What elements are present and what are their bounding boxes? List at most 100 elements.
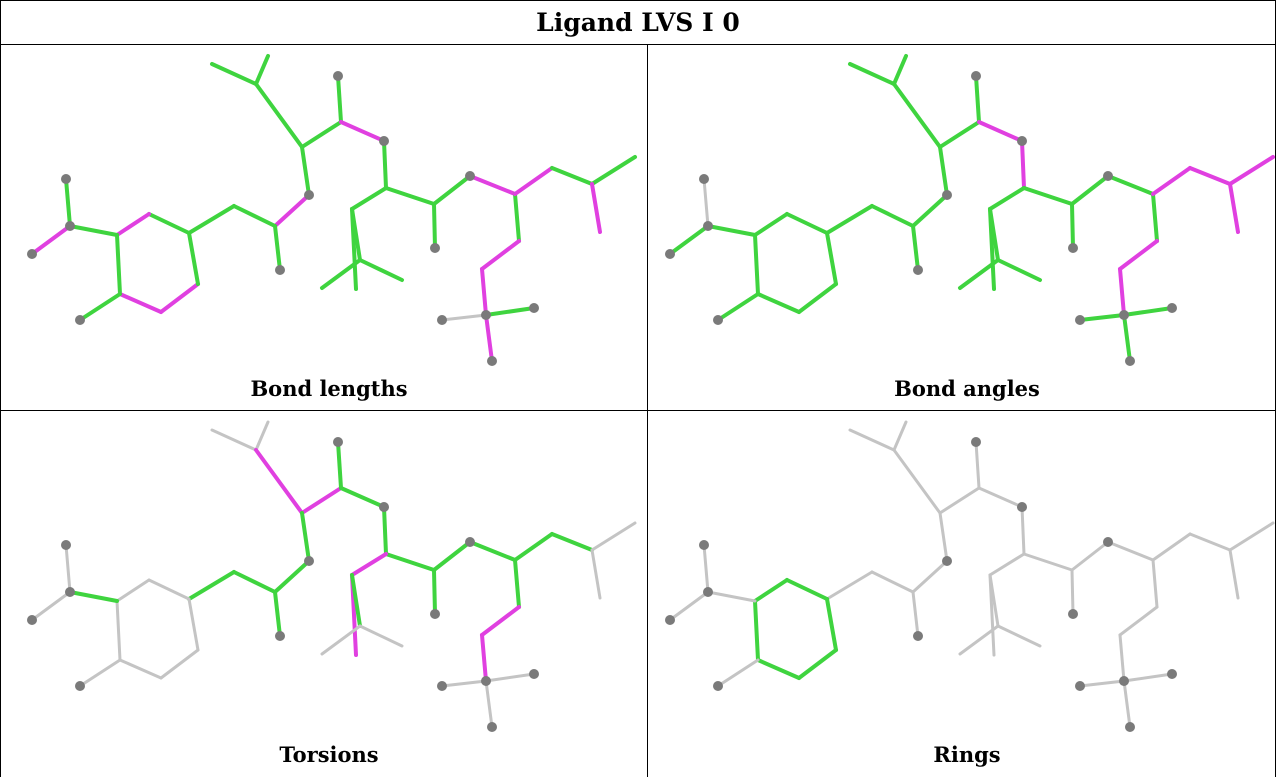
bond-r4-m3 <box>716 658 760 688</box>
bond-q-s <box>513 532 554 562</box>
bond-q-s <box>1151 532 1192 562</box>
column-divider <box>647 44 648 777</box>
atom-m3 <box>75 315 85 325</box>
bond-n-o <box>958 258 1000 290</box>
bond-r5-r6 <box>159 648 200 680</box>
bond-q-s <box>513 166 554 196</box>
bond-s-t <box>550 166 594 186</box>
bond-b-c <box>254 420 270 452</box>
atom-z <box>1167 669 1177 679</box>
bond-bb-cc <box>273 193 311 228</box>
bond-r1-r2 <box>785 578 829 601</box>
bond-d-bb <box>938 511 949 563</box>
bond-r4-r5 <box>118 658 163 680</box>
bond-s-t <box>1188 532 1232 552</box>
bond-cc-dd <box>232 570 277 594</box>
atom-k <box>465 171 475 181</box>
bond-w-x <box>1118 267 1126 317</box>
title-divider <box>0 44 1276 45</box>
bond-r4-m3 <box>78 292 122 322</box>
bond-x-aa <box>1122 313 1132 363</box>
bond-bb-cc <box>911 193 949 228</box>
bond-q-r <box>1151 558 1159 609</box>
bond-g-h <box>382 139 388 190</box>
atom-m1 <box>699 174 709 184</box>
bond-oo-m1 <box>64 177 72 228</box>
atom-f <box>971 71 981 81</box>
table-title: Ligand LVS I 0 <box>536 7 740 37</box>
atom-g <box>1017 136 1027 146</box>
atom-j <box>1068 609 1078 619</box>
bond-x-aa <box>484 679 494 729</box>
bond-dd-r1 <box>825 204 874 235</box>
bond-q-r <box>513 558 521 609</box>
bond-n-p <box>996 258 1042 282</box>
bond-n-o <box>320 624 362 656</box>
panel-caption-torsions: Torsions <box>279 741 379 767</box>
bond-r5-r6 <box>797 282 838 314</box>
bond-e-g <box>339 120 386 143</box>
bond-r2-r3 <box>115 212 151 237</box>
atom-m2 <box>665 249 675 259</box>
atom-m2 <box>27 249 37 259</box>
bond-b-c <box>254 54 270 86</box>
bond-e-g <box>977 486 1024 509</box>
bond-r4-r5 <box>756 292 801 314</box>
bond-x-y <box>1078 679 1126 688</box>
bond-x-z <box>484 306 536 317</box>
atom-y <box>437 315 447 325</box>
bond-t-u <box>1228 521 1275 552</box>
bond-x-aa <box>484 313 494 363</box>
bond-r4-m3 <box>78 658 122 688</box>
bond-h-i <box>384 186 436 206</box>
atom-j <box>430 609 440 619</box>
atom-m3 <box>713 315 723 325</box>
atom-z <box>529 303 539 313</box>
atom-oo <box>703 587 713 597</box>
atom-oo <box>65 221 75 231</box>
bond-h-i <box>384 552 436 572</box>
bond-h-i <box>1022 186 1074 206</box>
bond-e-f <box>336 74 343 124</box>
bond-x-y <box>440 313 488 322</box>
bond-i-j <box>432 568 437 616</box>
bond-r-w <box>1118 239 1159 271</box>
atom-x <box>1119 310 1129 320</box>
bond-bb-cc <box>911 559 949 594</box>
bond-r6-r1 <box>825 597 838 652</box>
bond-w-x <box>480 267 488 317</box>
bond-l-n <box>350 207 362 262</box>
atom-ee <box>275 265 285 275</box>
bond-r2-r3 <box>115 578 151 603</box>
bond-x-z <box>484 672 536 683</box>
bond-e-f <box>974 74 981 124</box>
atom-k <box>1103 171 1113 181</box>
bond-g-h <box>1020 139 1026 190</box>
bond-e-g <box>339 486 386 509</box>
bond-i-j <box>1070 202 1075 250</box>
bond-i-k <box>432 540 472 572</box>
bond-oo-m1 <box>702 177 710 228</box>
bond-r-w <box>480 239 521 271</box>
atom-ee <box>913 265 923 275</box>
atom-m2 <box>665 615 675 625</box>
bond-l-n <box>988 207 1000 262</box>
bond-cc-ee <box>273 590 282 638</box>
bond-e-g <box>977 120 1024 143</box>
bond-i-k <box>432 174 472 206</box>
bond-dd-r1 <box>825 570 874 601</box>
bond-r3-oo <box>68 590 119 603</box>
atom-m3 <box>713 681 723 691</box>
atom-m1 <box>61 174 71 184</box>
bond-oo-m2 <box>30 224 72 256</box>
atom-m3 <box>75 681 85 691</box>
bond-x-aa <box>1122 679 1132 729</box>
panel-caption-bond-lengths: Bond lengths <box>250 375 408 401</box>
atom-y <box>1075 681 1085 691</box>
atom-j <box>1068 243 1078 253</box>
bond-l-n <box>988 573 1000 628</box>
atom-f <box>971 437 981 447</box>
panel-rings: Rings <box>648 410 1276 776</box>
bond-oo-m1 <box>64 543 72 594</box>
bond-r3-oo <box>68 224 119 237</box>
